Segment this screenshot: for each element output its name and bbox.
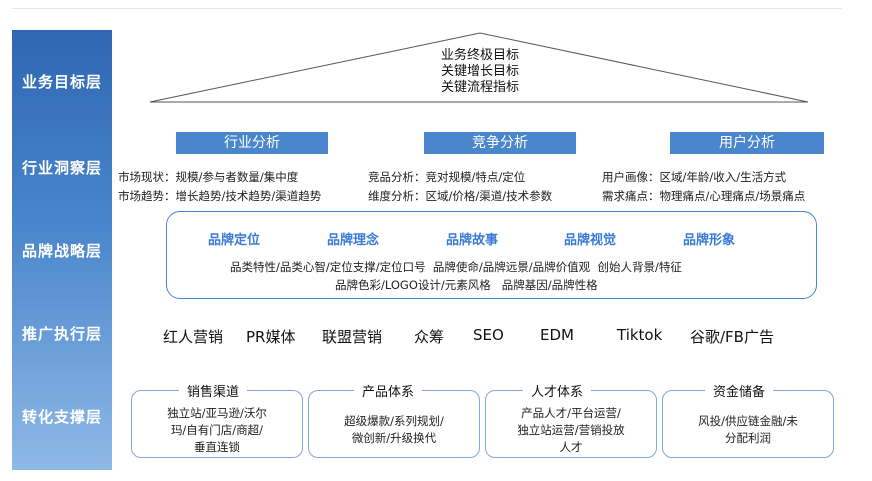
- competitor-analysis: 竞品分析：竞对规模/特点/定位: [368, 170, 526, 184]
- support-desc-funding-line: 分配利润: [725, 431, 771, 445]
- support-desc-funding: 风投/供应链金融/未 分配利润: [662, 413, 834, 447]
- promo-influencer: 红人营销: [163, 328, 224, 346]
- support-title-product: 产品体系: [354, 381, 423, 400]
- layer-label-brand: 品牌战略层: [21, 242, 102, 260]
- layer-label-promotion: 推广执行层: [21, 325, 102, 343]
- user-analysis-header: 用户分析: [670, 132, 824, 154]
- support-desc-talent-line: 产品人才/平台运营/: [521, 406, 621, 420]
- support-title-sales: 销售渠道: [179, 381, 248, 400]
- layer-label-goals: 业务目标层: [21, 73, 102, 91]
- promo-pr-media: PR媒体: [246, 328, 296, 346]
- support-desc-funding-line: 风投/供应链金融/未: [698, 414, 798, 428]
- goal-process: 关键流程指标: [440, 80, 519, 95]
- goal-growth: 关键增长目标: [440, 64, 519, 79]
- top-divider: [12, 8, 842, 9]
- support-desc-sales-line: 独立站/亚马逊/沃尔: [167, 406, 267, 420]
- brand-description-line-1: 品类特性/品类心智/定位支撑/定位口号 品牌使命/品牌远景/品牌价值观 创始人背…: [230, 260, 682, 274]
- support-desc-sales-line: 玛/自有门店/商超/: [170, 423, 264, 437]
- industry-trend: 市场趋势：增长趋势/技术趋势/渠道趋势: [118, 189, 322, 203]
- industry-status: 市场现状：规模/参与者数量/集中度: [118, 170, 299, 184]
- support-desc-product: 超级爆款/系列规划/ 微创新/升级换代: [308, 413, 480, 447]
- support-desc-sales-line: 垂直连锁: [194, 440, 240, 454]
- support-desc-talent-line: 独立站运营/营销投放: [517, 423, 625, 437]
- goal-list: 业务终极目标 关键增长目标 关键流程指标: [380, 48, 580, 96]
- support-desc-talent-line: 人才: [559, 440, 583, 454]
- promo-crowdfunding: 众筹: [414, 328, 445, 346]
- promo-edm: EDM: [540, 326, 574, 344]
- brand-strategy-box: [166, 211, 817, 299]
- industry-analysis-header: 行业分析: [176, 132, 328, 154]
- promo-affiliate: 联盟营销: [322, 328, 383, 346]
- brand-description-line-2: 品牌色彩/LOGO设计/元素风格 品牌基因/品牌性格: [335, 278, 598, 292]
- promo-google-fb-ads: 谷歌/FB广告: [690, 328, 774, 346]
- support-title-funding: 资金储备: [705, 381, 774, 400]
- support-title-talent: 人才体系: [523, 381, 592, 400]
- promo-seo: SEO: [473, 326, 504, 344]
- layer-label-support: 转化支撑层: [21, 408, 102, 426]
- goal-ultimate: 业务终极目标: [440, 48, 519, 63]
- competition-analysis-header: 竞争分析: [424, 132, 576, 154]
- layer-label-insight: 行业洞察层: [21, 159, 102, 177]
- support-desc-talent: 产品人才/平台运营/ 独立站运营/营销投放 人才: [485, 405, 657, 456]
- promo-tiktok: Tiktok: [617, 326, 663, 344]
- brand-image: 品牌形象: [683, 233, 736, 248]
- support-desc-sales: 独立站/亚马逊/沃尔 玛/自有门店/商超/ 垂直连锁: [131, 405, 303, 456]
- dimension-analysis: 维度分析：区域/价格/渠道/技术参数: [368, 189, 553, 203]
- layer-sidebar: [12, 30, 112, 470]
- brand-story: 品牌故事: [446, 233, 499, 248]
- goal-roof: [149, 32, 809, 103]
- user-pain-points: 需求痛点：物理痛点/心理痛点/场景痛点: [602, 189, 806, 203]
- brand-positioning: 品牌定位: [208, 233, 261, 248]
- support-desc-product-line: 超级爆款/系列规划/: [344, 414, 444, 428]
- support-desc-product-line: 微创新/升级换代: [351, 431, 437, 445]
- user-persona: 用户画像：区域/年龄/收入/生活方式: [602, 170, 787, 184]
- brand-philosophy: 品牌理念: [327, 233, 380, 248]
- brand-visual: 品牌视觉: [564, 233, 617, 248]
